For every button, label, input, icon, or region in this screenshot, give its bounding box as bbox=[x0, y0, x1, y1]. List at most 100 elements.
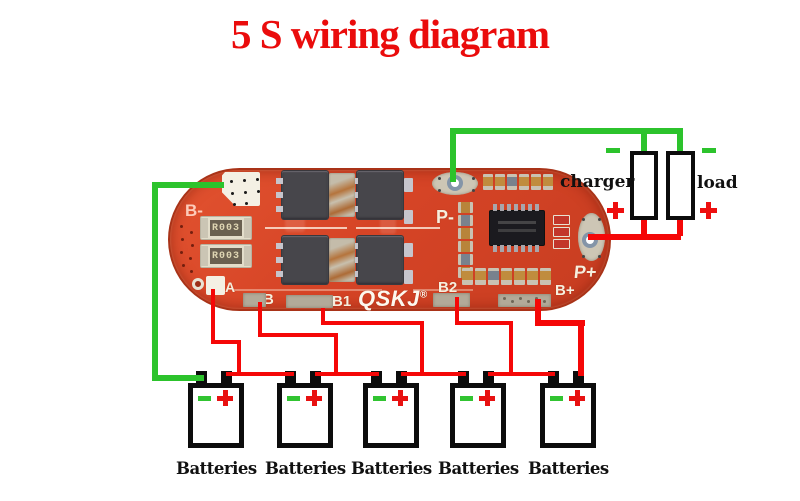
ic-pins bbox=[493, 245, 541, 252]
battery-terminal-positive bbox=[573, 371, 584, 385]
capacitor bbox=[540, 268, 551, 285]
b-plus-label: B+ bbox=[555, 282, 575, 299]
mosfet-legs bbox=[276, 178, 283, 184]
b2-label: B2 bbox=[438, 279, 458, 296]
load-label: load bbox=[697, 173, 738, 193]
capacitor bbox=[462, 268, 473, 285]
plus-icon bbox=[700, 202, 717, 219]
battery-4 bbox=[450, 371, 506, 448]
minus-icon bbox=[702, 148, 716, 153]
protection-ic bbox=[490, 204, 544, 252]
capacitor-row bbox=[483, 174, 553, 190]
wire-balance-a bbox=[237, 340, 241, 376]
wire-hole-center bbox=[451, 179, 459, 187]
charger-label: charger bbox=[560, 172, 635, 192]
battery-terminal-negative bbox=[548, 371, 559, 385]
battery-label: Batteries bbox=[438, 459, 519, 478]
brand-text: QSKJ bbox=[358, 286, 420, 311]
capacitor-column bbox=[458, 202, 473, 278]
solder-tab bbox=[404, 210, 413, 224]
capacitor bbox=[458, 202, 473, 213]
capacitor bbox=[483, 174, 493, 190]
mosfet-legs bbox=[276, 243, 283, 249]
mosfet bbox=[351, 171, 403, 219]
pad-dots bbox=[582, 218, 585, 221]
wire-balance-b1 bbox=[321, 308, 325, 324]
wire-b-plus bbox=[535, 320, 585, 326]
battery-2 bbox=[277, 371, 333, 448]
mosfet bbox=[276, 171, 328, 219]
wire-green-to-load bbox=[677, 128, 683, 156]
via-dots bbox=[180, 225, 183, 228]
wire-balance-a bbox=[211, 340, 241, 344]
capacitor bbox=[458, 228, 473, 239]
wire-green-to-charger bbox=[641, 128, 647, 156]
load-box bbox=[666, 151, 695, 220]
plus-icon bbox=[392, 390, 408, 406]
wire-junction-1 bbox=[226, 372, 294, 376]
b-solder-pad bbox=[243, 293, 266, 307]
b-plus-solder-pad bbox=[498, 294, 551, 307]
led-stack bbox=[553, 215, 570, 249]
resistor-value: R003 bbox=[210, 220, 242, 236]
plus-icon bbox=[479, 390, 495, 406]
mosfet bbox=[351, 236, 403, 284]
battery-label: Batteries bbox=[265, 459, 346, 478]
mount-hole bbox=[192, 278, 204, 290]
solder-tab bbox=[404, 270, 413, 284]
silk-line bbox=[265, 227, 347, 229]
wire-balance-b bbox=[334, 333, 338, 376]
battery-terminal-negative bbox=[371, 371, 382, 385]
plus-icon bbox=[569, 390, 585, 406]
minus-icon bbox=[198, 396, 211, 401]
capacitor-row bbox=[462, 268, 551, 285]
battery-terminal-positive bbox=[310, 371, 321, 385]
wire-balance-b2 bbox=[455, 321, 513, 325]
registered-mark: ® bbox=[419, 289, 428, 301]
pad-dots bbox=[503, 297, 506, 300]
wire-green-bminus-top bbox=[152, 182, 224, 188]
wire-green-top-horizontal bbox=[450, 128, 683, 134]
wire-balance-a bbox=[211, 289, 215, 342]
capacitor bbox=[527, 268, 538, 285]
capacitor bbox=[488, 268, 499, 285]
wire-b-plus bbox=[578, 320, 584, 376]
capacitor bbox=[507, 174, 517, 190]
p-plus-label: P+ bbox=[573, 262, 598, 282]
battery-terminal-positive bbox=[483, 371, 494, 385]
b-label: B bbox=[263, 291, 274, 308]
solder-tab bbox=[404, 178, 413, 192]
plus-icon bbox=[607, 202, 624, 219]
capacitor bbox=[519, 174, 529, 190]
capacitor bbox=[495, 174, 505, 190]
p-minus-label: P- bbox=[436, 207, 454, 227]
battery-label: Batteries bbox=[528, 459, 609, 478]
wire-balance-b1 bbox=[420, 321, 424, 376]
wire-junction-2 bbox=[315, 372, 379, 376]
charger-box bbox=[630, 151, 658, 220]
solder-pad bbox=[329, 173, 355, 217]
wire-balance-b1 bbox=[321, 321, 424, 325]
capacitor bbox=[543, 174, 553, 190]
wire-p-plus-charger bbox=[641, 219, 647, 236]
silk-line bbox=[356, 227, 440, 229]
minus-icon bbox=[373, 396, 386, 401]
battery-terminal-negative bbox=[458, 371, 469, 385]
led bbox=[553, 215, 570, 225]
wire-p-plus bbox=[588, 234, 681, 240]
b-minus-pad bbox=[222, 172, 260, 206]
minus-icon bbox=[460, 396, 473, 401]
minus-icon bbox=[550, 396, 563, 401]
capacitor bbox=[458, 241, 473, 252]
capacitor bbox=[475, 268, 486, 285]
ic-pins bbox=[493, 204, 541, 211]
battery-1 bbox=[188, 371, 244, 448]
led bbox=[553, 227, 570, 237]
wire-junction-3 bbox=[401, 372, 466, 376]
page-title: 5 S wiring diagram bbox=[231, 11, 550, 57]
capacitor bbox=[514, 268, 525, 285]
solder-tab bbox=[404, 243, 413, 257]
b2-solder-pad bbox=[433, 293, 470, 307]
silk-line bbox=[413, 289, 473, 291]
